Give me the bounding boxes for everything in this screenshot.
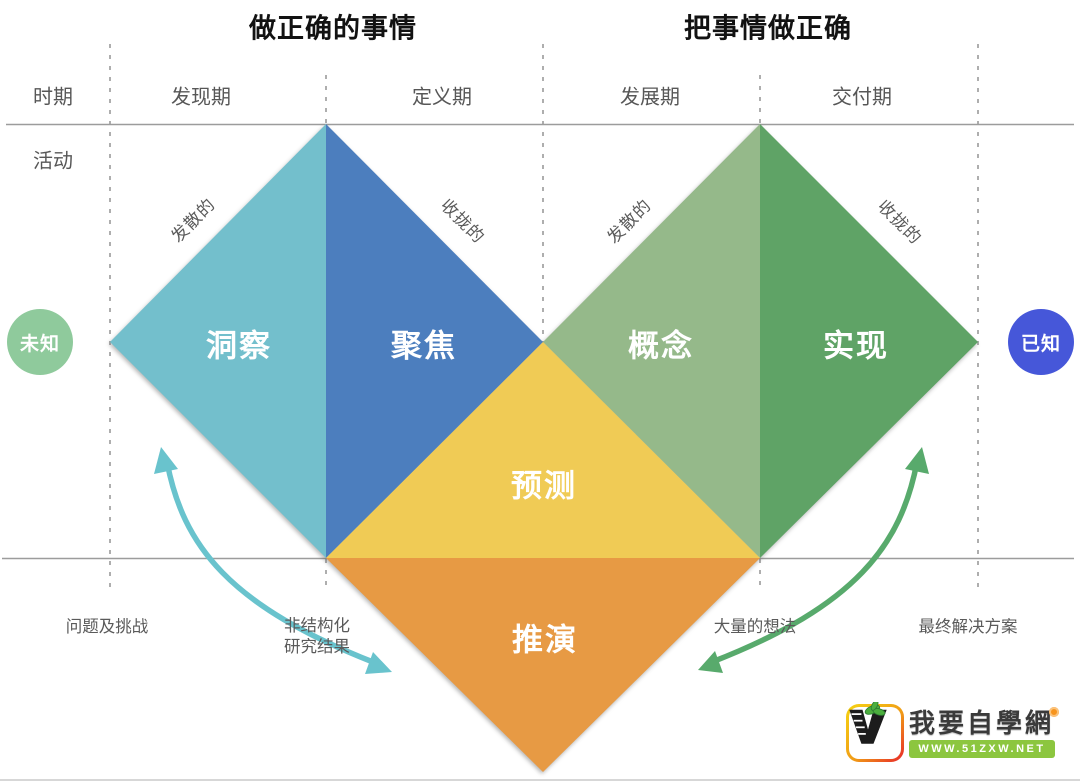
watermark-v-leaf-glyph <box>849 702 887 744</box>
segment-label-realize: 实现 <box>823 328 889 364</box>
watermark-v-leaf-icon <box>846 702 904 762</box>
known-node: 已知 <box>1008 309 1074 375</box>
activity-row-label: 活动 <box>33 150 73 173</box>
segment-label-deduce: 推演 <box>512 622 578 658</box>
bottom-edge-rule <box>0 779 1080 781</box>
phase-label-define: 定义期 <box>412 86 472 109</box>
left-cycle-arrow-shaft <box>164 459 381 667</box>
segment-label-predict: 预测 <box>511 468 577 504</box>
left-cycle-arrow-head-down-icon <box>365 652 392 674</box>
known-node-label: 已知 <box>1020 333 1061 355</box>
segment-label-focus: 聚焦 <box>391 328 457 364</box>
concept-triangle <box>543 124 760 558</box>
unknown-node: 未知 <box>7 309 73 375</box>
title-right: 把事情做正确 <box>684 13 852 44</box>
segment-label-concept: 概念 <box>628 328 694 364</box>
period-row-label: 时期 <box>33 86 73 109</box>
watermark-logo: 我要自學網 WWW.51ZXW.NET <box>846 702 1059 764</box>
title-left: 做正确的事情 <box>249 13 417 44</box>
bottom-label-unstructured-line1: 非结构化 <box>284 617 350 635</box>
bottom-label-unstructured: 非结构化 研究结果 <box>284 616 350 658</box>
watermark-url-bar: WWW.51ZXW.NET <box>909 739 1055 758</box>
segment-label-insight: 洞察 <box>206 328 272 364</box>
watermark-title: 我要自學網 <box>909 706 1059 738</box>
watermark-title-text: 我要自學網 <box>909 707 1055 738</box>
left-cycle-arrow <box>154 447 392 674</box>
left-cycle-arrow-head-up-icon <box>154 447 178 474</box>
watermark-text-block: 我要自學網 WWW.51ZXW.NET <box>909 706 1059 758</box>
bottom-label-problems: 问题及挑战 <box>65 618 149 636</box>
right-cycle-arrow <box>698 447 929 673</box>
bottom-label-ideas: 大量的想法 <box>713 618 797 636</box>
watermark-url-text: WWW.51ZXW.NET <box>918 742 1046 755</box>
watermark-badge-icon <box>1049 706 1059 717</box>
insight-triangle <box>110 124 326 558</box>
right-cycle-arrow-head-down-icon <box>698 651 723 673</box>
phase-label-deliver: 交付期 <box>832 86 892 109</box>
focus-triangle <box>326 124 543 558</box>
right-cycle-arrow-shaft <box>709 459 920 665</box>
right-cycle-arrow-head-up-icon <box>905 447 929 474</box>
diamond-shapes <box>110 124 978 772</box>
phase-label-develop: 发展期 <box>620 86 680 109</box>
bottom-label-unstructured-line2: 研究结果 <box>284 638 350 656</box>
bottom-label-solution: 最终解决方案 <box>918 618 1018 636</box>
realize-triangle <box>760 124 978 558</box>
predict-triangle <box>326 342 760 558</box>
unknown-node-label: 未知 <box>19 333 60 355</box>
deduce-triangle <box>326 558 760 772</box>
phase-label-discover: 发现期 <box>171 86 231 109</box>
